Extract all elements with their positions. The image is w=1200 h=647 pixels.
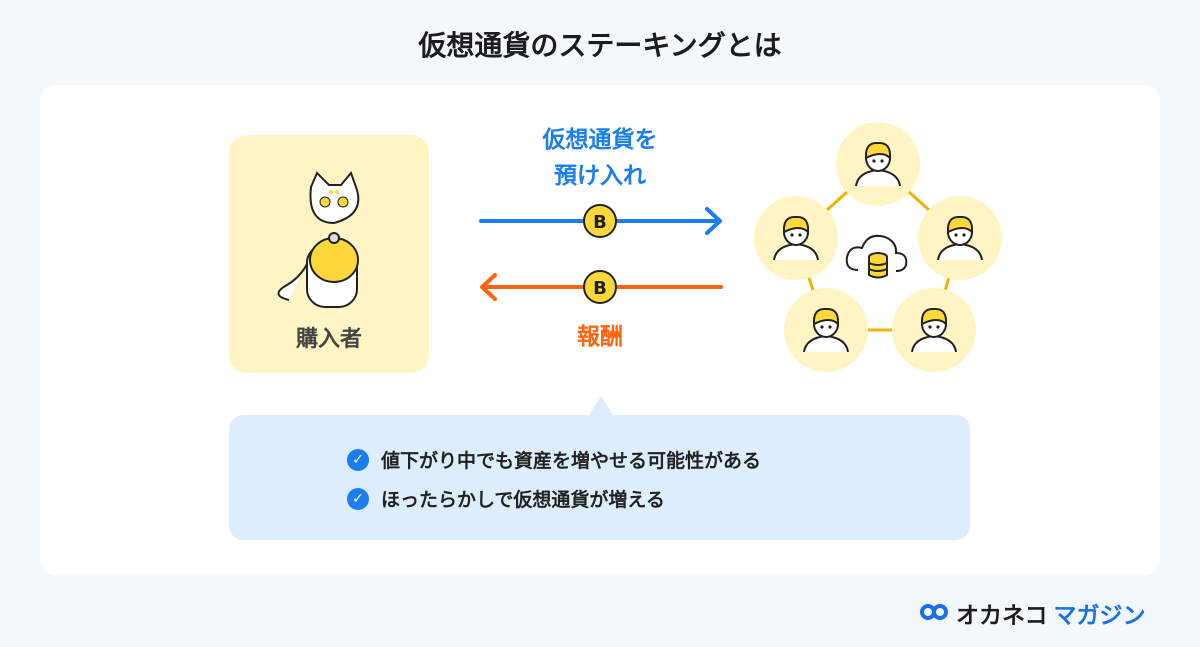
deposit-label: 仮想通貨を 預け入れ [480,122,720,194]
user-node-icon [836,122,920,206]
user-node-icon [754,196,838,280]
benefit-item: ✓値下がり中でも資産を増やせる可能性がある [347,446,761,473]
benefit-item: ✓ほったらかしで仮想通貨が増える [347,485,665,512]
callout-pointer [588,396,614,416]
deposit-arrow: B [479,204,722,238]
buyer-label: 購入者 [295,327,362,352]
check-icon: ✓ [347,448,369,471]
user-node-icon [892,288,976,372]
deposit-line2: 預け入れ [554,163,646,189]
cat-with-purse-icon [277,171,360,308]
logo-mark-icon [920,604,948,620]
user-node-icon [784,288,868,372]
reward-arrow: B [480,270,723,304]
coin-icon: B [593,212,607,233]
okaneko-magazine-logo: オカネコマガジン [920,596,1146,630]
page-title: 仮想通貨のステーキングとは [418,29,782,62]
coin-icon: B [593,278,607,299]
check-icon: ✓ [347,487,369,510]
cloud-database-icon [845,234,908,279]
benefits-callout: ✓値下がり中でも資産を増やせる可能性がある ✓ほったらかしで仮想通貨が増える [229,415,970,540]
user-node-icon [918,196,1002,280]
deposit-line1: 仮想通貨を [542,127,658,153]
staking-network [754,122,1002,372]
reward-label: 報酬 [577,324,623,350]
buyer-panel: 購入者 [229,135,429,373]
